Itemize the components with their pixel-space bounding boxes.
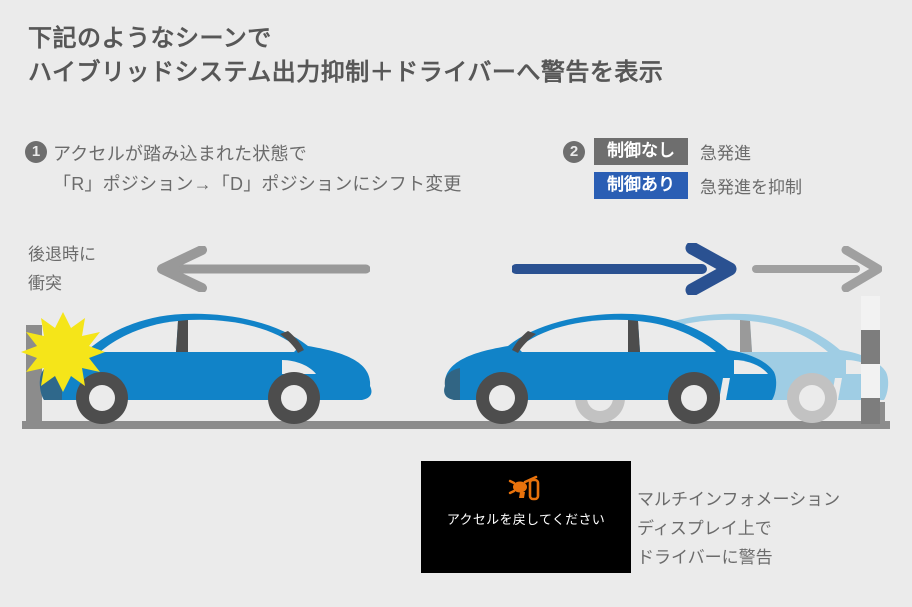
- ground-line: [22, 402, 890, 429]
- controlled-car: [444, 313, 777, 424]
- blue-right-arrow-icon: [512, 243, 737, 295]
- reversing-car: [39, 313, 372, 424]
- mid-caption: マルチインフォメーション ディスプレイ上で ドライバーに警告: [637, 485, 907, 572]
- collision-burst-icon: [21, 312, 105, 392]
- scene-illustration: [21, 296, 890, 429]
- mid-caption-line-1: マルチインフォメーション: [637, 490, 841, 509]
- reverse-annotation-line-1: 後退時に: [28, 245, 96, 264]
- item-1-text: アクセルが踏み込まれた状態で 「R」ポジション→「D」ポジションにシフト変更: [53, 139, 553, 199]
- left-arrow-icon: [157, 246, 370, 292]
- badge-no-control-note: 急発進: [700, 143, 751, 163]
- badge-row-no-control: 制御なし 急発進: [594, 136, 802, 166]
- gray-right-arrow-icon: [752, 246, 882, 292]
- badge-row-with-control: 制御あり 急発進を抑制: [594, 170, 802, 200]
- item-2-marker: 2: [563, 141, 585, 163]
- reverse-collision-annotation: 後退時に 衝突: [28, 240, 96, 298]
- item-2-badges: 制御なし 急発進 制御あり 急発進を抑制: [594, 136, 802, 204]
- mid-warning-icon-wrapper: [421, 473, 631, 508]
- striped-pole: [861, 296, 880, 424]
- multi-information-display-panel: アクセルを戻してください: [421, 461, 631, 573]
- item-1-line-1: アクセルが踏み込まれた状態で: [53, 144, 307, 164]
- badge-no-control: 制御なし: [594, 137, 688, 165]
- badge-with-control: 制御あり: [594, 171, 688, 199]
- item-1-marker: 1: [25, 141, 47, 163]
- mid-caption-line-2: ディスプレイ上で: [637, 519, 772, 538]
- title-line-2: ハイブリッドシステム出力抑制＋ドライバーへ警告を表示: [28, 59, 664, 86]
- mid-warning-text: アクセルを戻してください: [446, 512, 606, 527]
- accelerator-pedal-warning-icon: [508, 475, 540, 501]
- title-line-1: 下記のようなシーンで: [28, 25, 272, 52]
- item-1-line-2: 「R」ポジション→「D」ポジションにシフト変更: [53, 174, 462, 194]
- page-title: 下記のようなシーンで ハイブリッドシステム出力抑制＋ドライバーへ警告を表示: [28, 22, 868, 90]
- reverse-annotation-line-2: 衝突: [28, 274, 62, 293]
- mid-caption-line-3: ドライバーに警告: [637, 548, 773, 567]
- badge-with-control-note: 急発進を抑制: [700, 177, 802, 197]
